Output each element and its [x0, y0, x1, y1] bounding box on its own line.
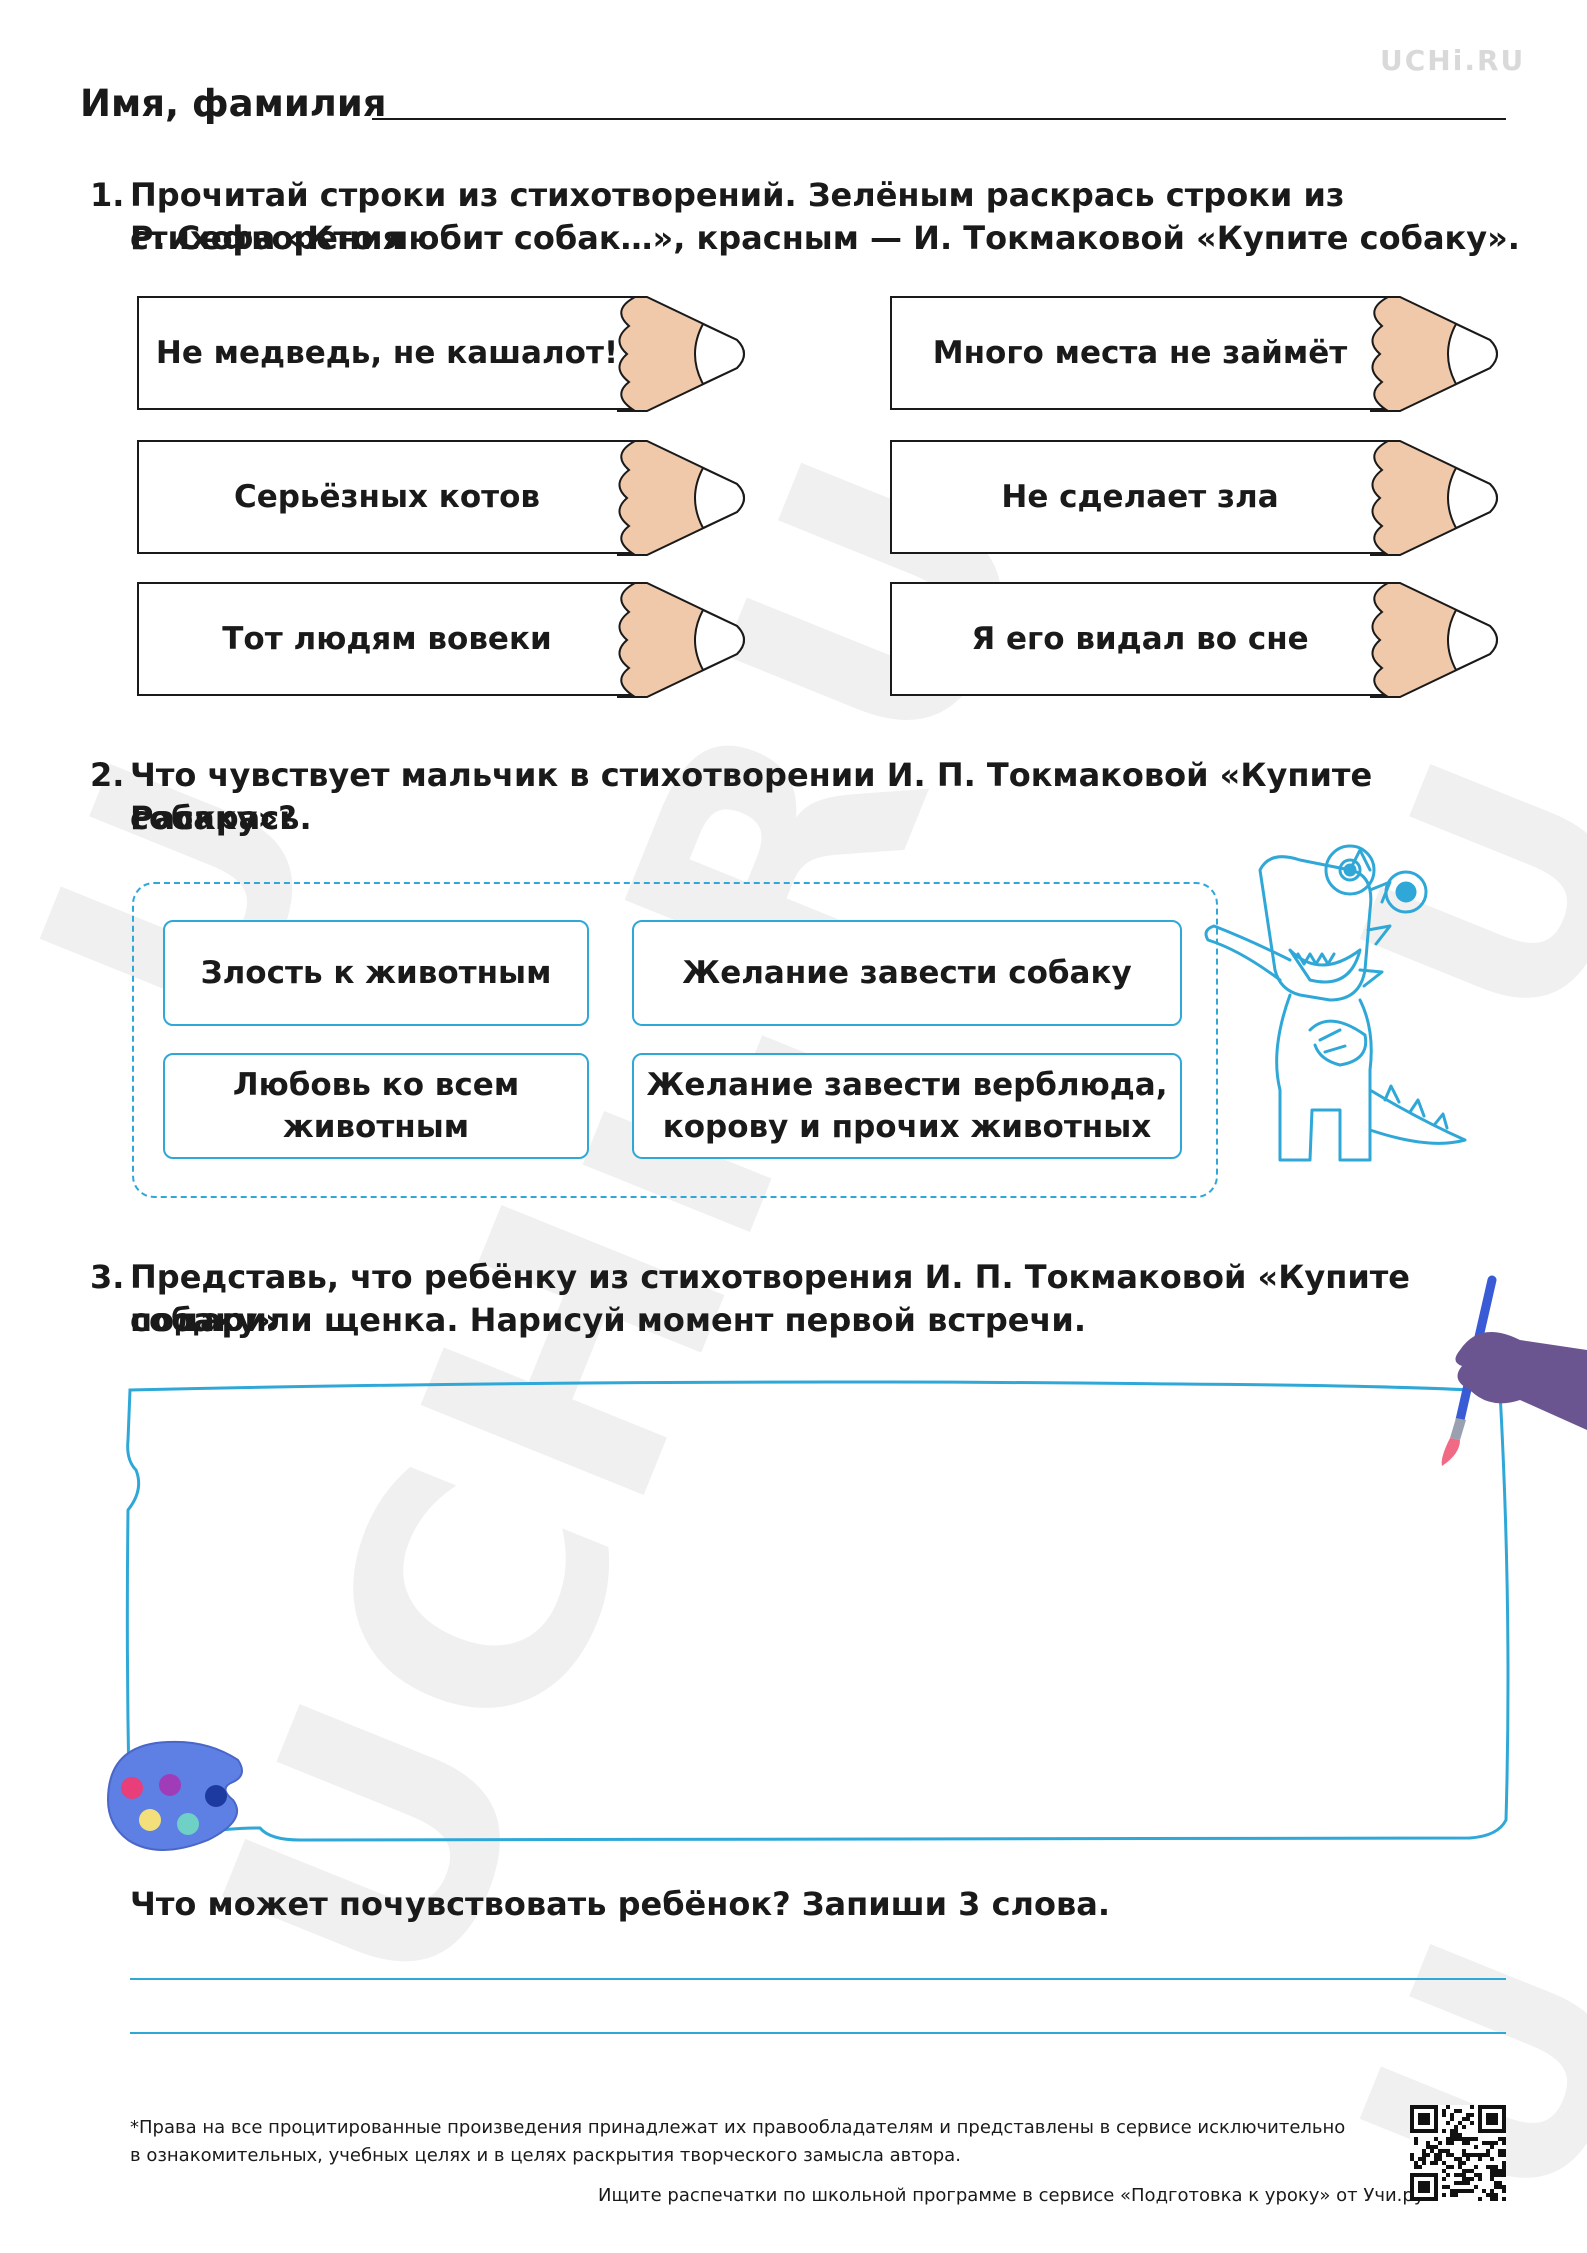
answer-line[interactable]	[130, 1978, 1506, 1980]
task-text-line: Представь, что ребёнку из стихотворения …	[130, 1258, 1410, 1339]
copyright-footnote: *Права на все процитированные произведен…	[130, 2117, 1346, 2166]
choice-want-dog[interactable]: Желание завести собаку	[632, 920, 1182, 1026]
choice-label: Желание завести собаку	[682, 955, 1132, 991]
pencil-card[interactable]: Много места не займёт	[890, 296, 1510, 414]
answer-line[interactable]	[130, 2032, 1506, 2034]
pencil-card[interactable]: Не медведь, не кашалот!	[137, 296, 757, 414]
task-number: 3.	[90, 1258, 125, 1296]
task-text-line: подарили щенка. Нарисуй момент первой вс…	[130, 1301, 1086, 1339]
choice-label: Злость к животным	[200, 955, 552, 991]
pencil-body	[890, 296, 1388, 410]
footer-text: Ищите распечатки по школьной программе в…	[598, 2185, 1431, 2206]
task-text-line: Раскрась.	[130, 799, 312, 837]
brand-logo: UCHi.RU	[1380, 44, 1526, 77]
pencil-tip-icon	[617, 582, 745, 698]
pencil-label: Не сделает зла	[1001, 479, 1279, 515]
pencil-body	[137, 296, 635, 410]
task-2-heading: 2. Что чувствует мальчик в стихотворении…	[90, 754, 1530, 844]
pencil-tip-icon	[1370, 296, 1498, 412]
pencil-tip-icon	[617, 440, 745, 556]
pencil-label: Много места не займёт	[932, 335, 1348, 371]
pencil-tip-icon	[1370, 582, 1498, 698]
choices-container	[132, 882, 1218, 1198]
pencil-body	[890, 582, 1388, 696]
task-text-line: Что чувствует мальчик в стихотворении И.…	[130, 756, 1373, 837]
task-1-heading: 1. Прочитай строки из стихотворений. Зел…	[90, 174, 1530, 264]
pencil-label: Серьёзных котов	[233, 479, 541, 515]
choice-label: Желание завести верблюда,корову и прочих…	[646, 1067, 1168, 1145]
task-text-line: Р. Сефа «Кто любит собак…», красным — И.…	[130, 219, 1520, 257]
paintbrush-hand-icon	[1441, 1275, 1587, 1466]
task-text-line: Прочитай строки из стихотворений. Зелёны…	[130, 176, 1345, 257]
pencil-body	[890, 440, 1388, 554]
pencil-tip-icon	[1370, 440, 1498, 556]
name-input-line[interactable]	[372, 118, 1506, 120]
pencil-body	[137, 440, 635, 554]
qr-code-icon[interactable]	[1410, 2105, 1506, 2201]
question-feelings: Что может почувствовать ребёнок? Запиши …	[130, 1885, 1110, 1923]
choice-anger[interactable]: Злость к животным	[163, 920, 589, 1026]
choice-want-camel[interactable]: Желание завести верблюда,корову и прочих…	[632, 1053, 1182, 1159]
paint-palette-icon	[106, 1740, 243, 1851]
drawing-area[interactable]	[100, 1370, 1520, 1860]
pencil-card[interactable]: Не сделает зла	[890, 440, 1510, 558]
pencil-card[interactable]: Серьёзных котов	[137, 440, 757, 558]
name-label: Имя, фамилия	[80, 82, 387, 125]
pencil-label: Я его видал во сне	[971, 621, 1309, 657]
pencil-label: Не медведь, не кашалот!	[155, 335, 619, 371]
task-3-heading: 3. Представь, что ребёнку из стихотворен…	[90, 1256, 1530, 1346]
pencil-card[interactable]: Я его видал во сне	[890, 582, 1510, 700]
pencil-body	[137, 582, 635, 696]
pencil-card[interactable]: Тот людям вовеки	[137, 582, 757, 700]
dinosaur-mascot-icon	[1204, 844, 1467, 1162]
pencil-tip-icon	[617, 296, 745, 412]
pencil-label: Тот людям вовеки	[222, 621, 552, 657]
task-number: 2.	[90, 756, 125, 794]
task-number: 1.	[90, 176, 125, 214]
